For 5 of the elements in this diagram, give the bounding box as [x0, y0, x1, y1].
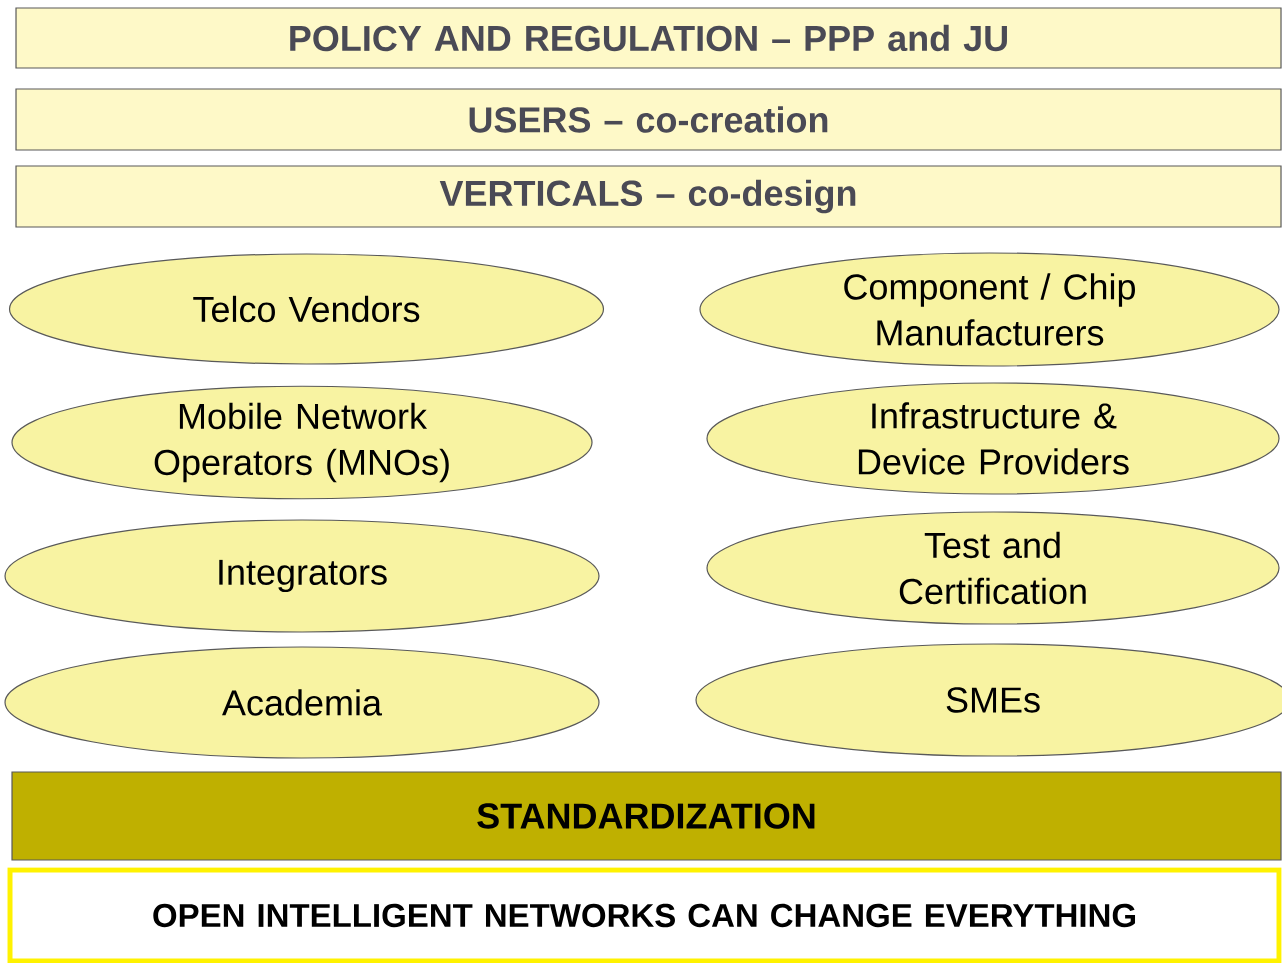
standardization-band: STANDARDIZATION [11, 771, 1282, 861]
layer-band: VERTICALS – co-design [15, 165, 1282, 228]
layer-band: USERS – co-creation [15, 88, 1282, 151]
slogan-box: OPEN INTELLIGENT NETWORKS CAN CHANGE EVERYTHING [7, 867, 1282, 963]
layer-band: POLICY AND REGULATION – PPP and JU [15, 7, 1282, 69]
